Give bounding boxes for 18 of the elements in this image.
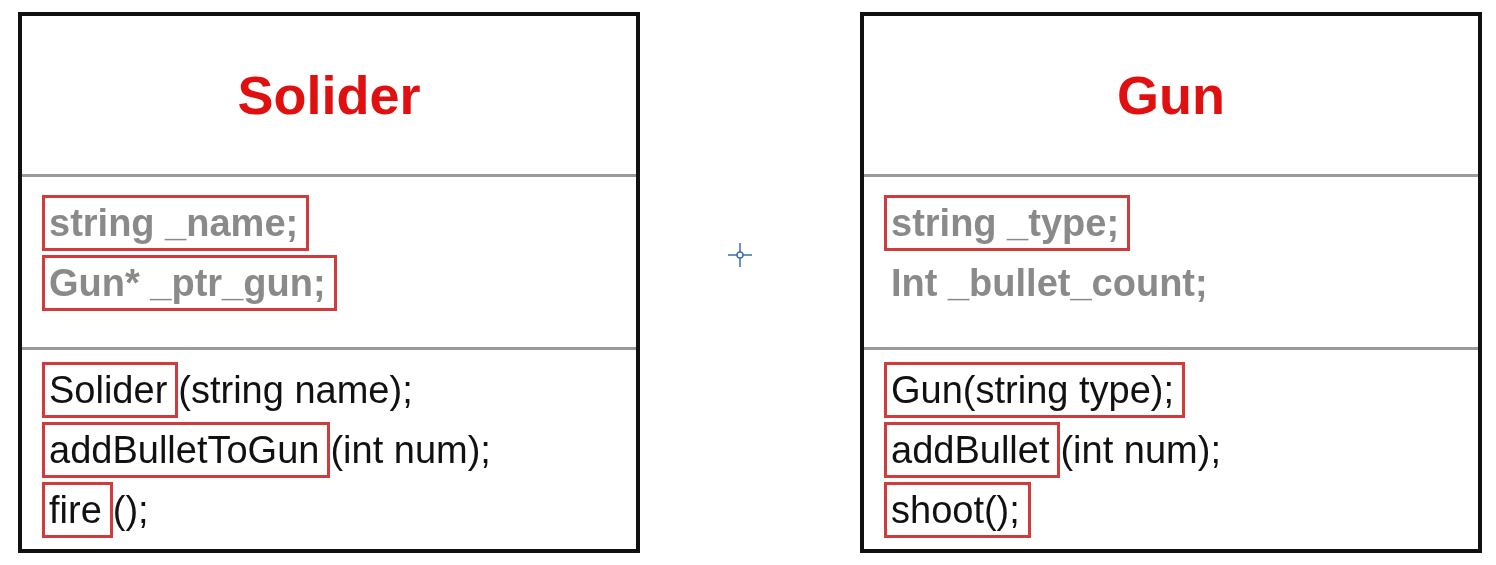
highlighted-member: string _type; <box>884 195 1131 251</box>
highlighted-member: fire <box>42 482 113 538</box>
highlighted-member: string _name; <box>42 195 310 251</box>
highlighted-member: shoot(); <box>884 482 1031 538</box>
highlighted-member: Solider <box>42 362 179 418</box>
highlighted-member: addBullet <box>884 422 1061 478</box>
highlighted-member: addBulletToGun <box>42 422 331 478</box>
attribute-text: Int _bullet_count; <box>890 261 1208 306</box>
class-box <box>860 12 1482 553</box>
member-signature: (int num); <box>1060 428 1221 473</box>
member-signature: (int num); <box>330 428 491 473</box>
member-signature: (); <box>112 488 149 533</box>
class-name: Gun <box>1117 64 1225 126</box>
highlighted-member: Gun* _ptr_gun; <box>42 255 337 311</box>
class-name: Solider <box>237 64 421 126</box>
class-box <box>18 12 640 553</box>
highlighted-member: Gun(string type); <box>884 362 1185 418</box>
member-signature: (string name); <box>178 368 413 413</box>
